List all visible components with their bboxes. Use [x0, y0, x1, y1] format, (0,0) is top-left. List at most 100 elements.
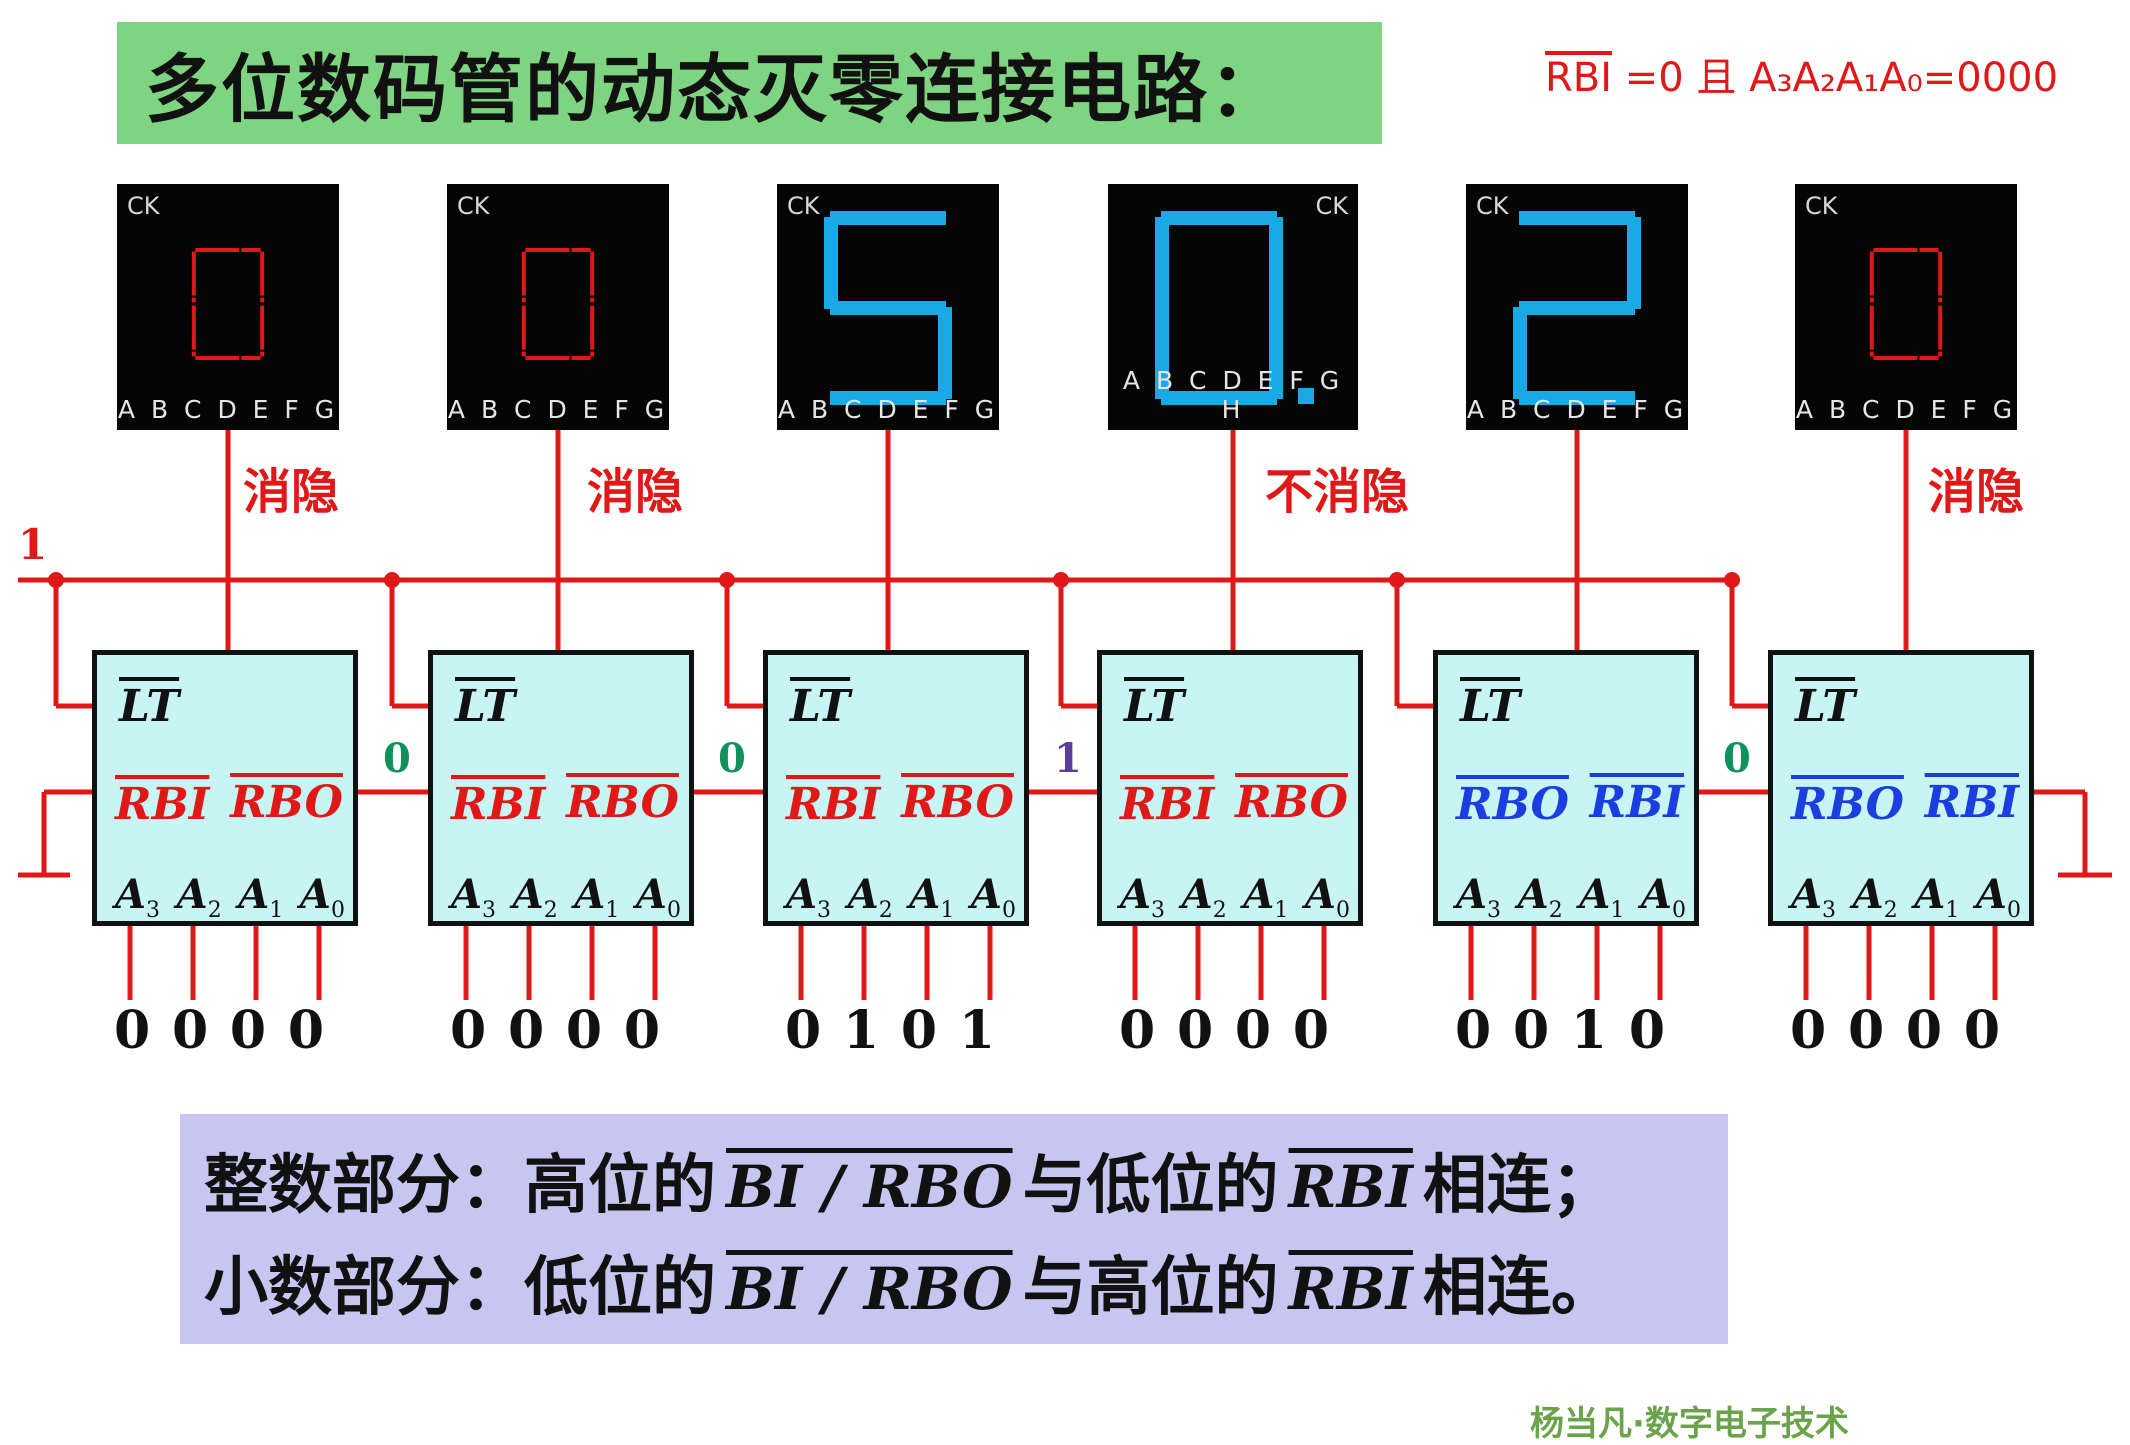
note-rbi-overline: RBI [1545, 55, 1613, 101]
left-pin-label: RBI [115, 779, 210, 830]
display-pin-labels: A B C D E F G [1795, 395, 2017, 424]
address-pin-a3: A3 [1120, 871, 1166, 923]
left-pin-label: RBO [1791, 779, 1904, 830]
display-ck-label: CK [127, 192, 160, 220]
left-pin-label: RBI [786, 779, 881, 830]
input-bit: 0 [1176, 1000, 1214, 1061]
digit-2-segments [1513, 211, 1641, 405]
address-pin-a3: A3 [115, 871, 161, 923]
display-ck-label: CK [457, 192, 490, 220]
seven-segment-display-5: CK A B C D E F G [1466, 184, 1688, 430]
right-pin-label: RBO [1235, 777, 1348, 828]
rbo-rbi-value-4: 0 [1723, 735, 1751, 782]
left-pin-label: RBI [1120, 779, 1215, 830]
lt-pin-label: LT [1460, 681, 1521, 732]
summary-integer-mid: 与低位的 [1022, 1149, 1279, 1223]
summary-line-integer: 整数部分：高位的 BI / RBO 与低位的 RBI 相连； [204, 1134, 1728, 1236]
seven-segment-display-6: CK A B C D E F G [1795, 184, 2017, 430]
input-bit: 1 [958, 1000, 995, 1061]
note-text: =0 且 A₃A₂A₁A₀=0000 [1612, 55, 2059, 101]
address-pin-a1: A1 [238, 871, 284, 923]
right-pin-label: RBO [566, 777, 679, 828]
address-pin-a1: A1 [574, 871, 620, 923]
rbo-rbi-value-1: 0 [383, 735, 411, 782]
input-bit: 0 [623, 1000, 660, 1061]
input-bit: 0 [565, 1000, 603, 1061]
address-pin-a3: A3 [1456, 871, 1502, 923]
page-title: 多位数码管的动态灭零连接电路： [145, 46, 1285, 133]
address-pin-a1: A1 [1914, 871, 1960, 923]
right-pin-label: RBI [1589, 777, 1684, 828]
summary-integer-tail: 相连； [1422, 1149, 1615, 1223]
summary-integer-signal1: BI / RBO [726, 1153, 1013, 1221]
address-pin-a0: A0 [970, 871, 1016, 923]
input-bit: 0 [1790, 1000, 1827, 1061]
digit-5-segments [824, 211, 952, 405]
summary-fraction-mid: 与高位的 [1022, 1251, 1279, 1325]
right-pin-label: RBO [230, 777, 343, 828]
blanking-status-6: 消隐 [1928, 464, 2025, 520]
segment-dp [1298, 388, 1314, 404]
input-bit: 0 [1119, 1000, 1156, 1061]
address-pins: A3 A2 A1 A0 [1456, 871, 1686, 923]
lt-pin-label: LT [455, 681, 516, 732]
display-ck-label: CK [1315, 192, 1349, 220]
display-pin-labels: A B C D E F G [117, 395, 339, 424]
summary-integer-signal2: RBI [1288, 1153, 1413, 1221]
address-pin-a2: A2 [1517, 871, 1563, 923]
input-bit: 0 [450, 1000, 487, 1061]
right-pin-label: RBO [901, 777, 1014, 828]
input-bit: 0 [171, 1000, 209, 1061]
lt-pin-label: LT [1124, 681, 1185, 732]
blanking-status-2: 消隐 [587, 464, 684, 520]
address-pin-a1: A1 [1243, 871, 1289, 923]
summary-line-fraction: 小数部分：低位的 BI / RBO 与高位的 RBI 相连。 [204, 1236, 1728, 1338]
title-banner: 多位数码管的动态灭零连接电路： [117, 22, 1382, 144]
left-pin-label: RBI [451, 779, 546, 830]
input-bit: 0 [900, 1000, 938, 1061]
input-bit: 0 [1292, 1000, 1329, 1061]
input-bit: 1 [842, 1000, 880, 1061]
lt-pin-label: LT [790, 681, 851, 732]
input-bit: 0 [1905, 1000, 1943, 1061]
summary-fraction-signal2: RBI [1288, 1255, 1413, 1323]
footer-credit: 杨当凡·数字电子技术 [1530, 1404, 1849, 1444]
display-pin-labels: A B C D E F G H [1122, 366, 1344, 424]
address-pin-a0: A0 [635, 871, 681, 923]
address-pin-a2: A2 [176, 871, 222, 923]
display-pin-labels: A B C D E F G [1466, 395, 1688, 424]
address-pin-a0: A0 [1640, 871, 1686, 923]
display-pin-labels: A B C D E F G [777, 395, 999, 424]
display-ck-label: CK [787, 192, 820, 220]
digit-0-segments [1155, 211, 1314, 405]
input-bit: 0 [1847, 1000, 1885, 1061]
display-ck-label: CK [1805, 192, 1838, 220]
right-pin-label: RBI [1924, 777, 2019, 828]
input-bit: 0 [1455, 1000, 1492, 1061]
summary-fraction-signal1: BI / RBO [726, 1255, 1013, 1323]
seven-segment-display-1: CK A B C D E F G [117, 184, 339, 430]
address-pin-a2: A2 [847, 871, 893, 923]
address-pin-a1: A1 [1579, 871, 1625, 923]
input-bit: 0 [1628, 1000, 1665, 1061]
digit-0-segments [1869, 248, 1943, 360]
blanking-status-4: 不消隐 [1265, 464, 1410, 520]
address-pin-a2: A2 [512, 871, 558, 923]
logic-one-label: 1 [18, 520, 48, 569]
input-bit: 0 [507, 1000, 545, 1061]
display-ck-label: CK [1476, 192, 1509, 220]
summary-fraction-head: 小数部分：低位的 [204, 1251, 716, 1325]
seven-segment-display-4: CK A B C D E F G H [1108, 184, 1358, 430]
